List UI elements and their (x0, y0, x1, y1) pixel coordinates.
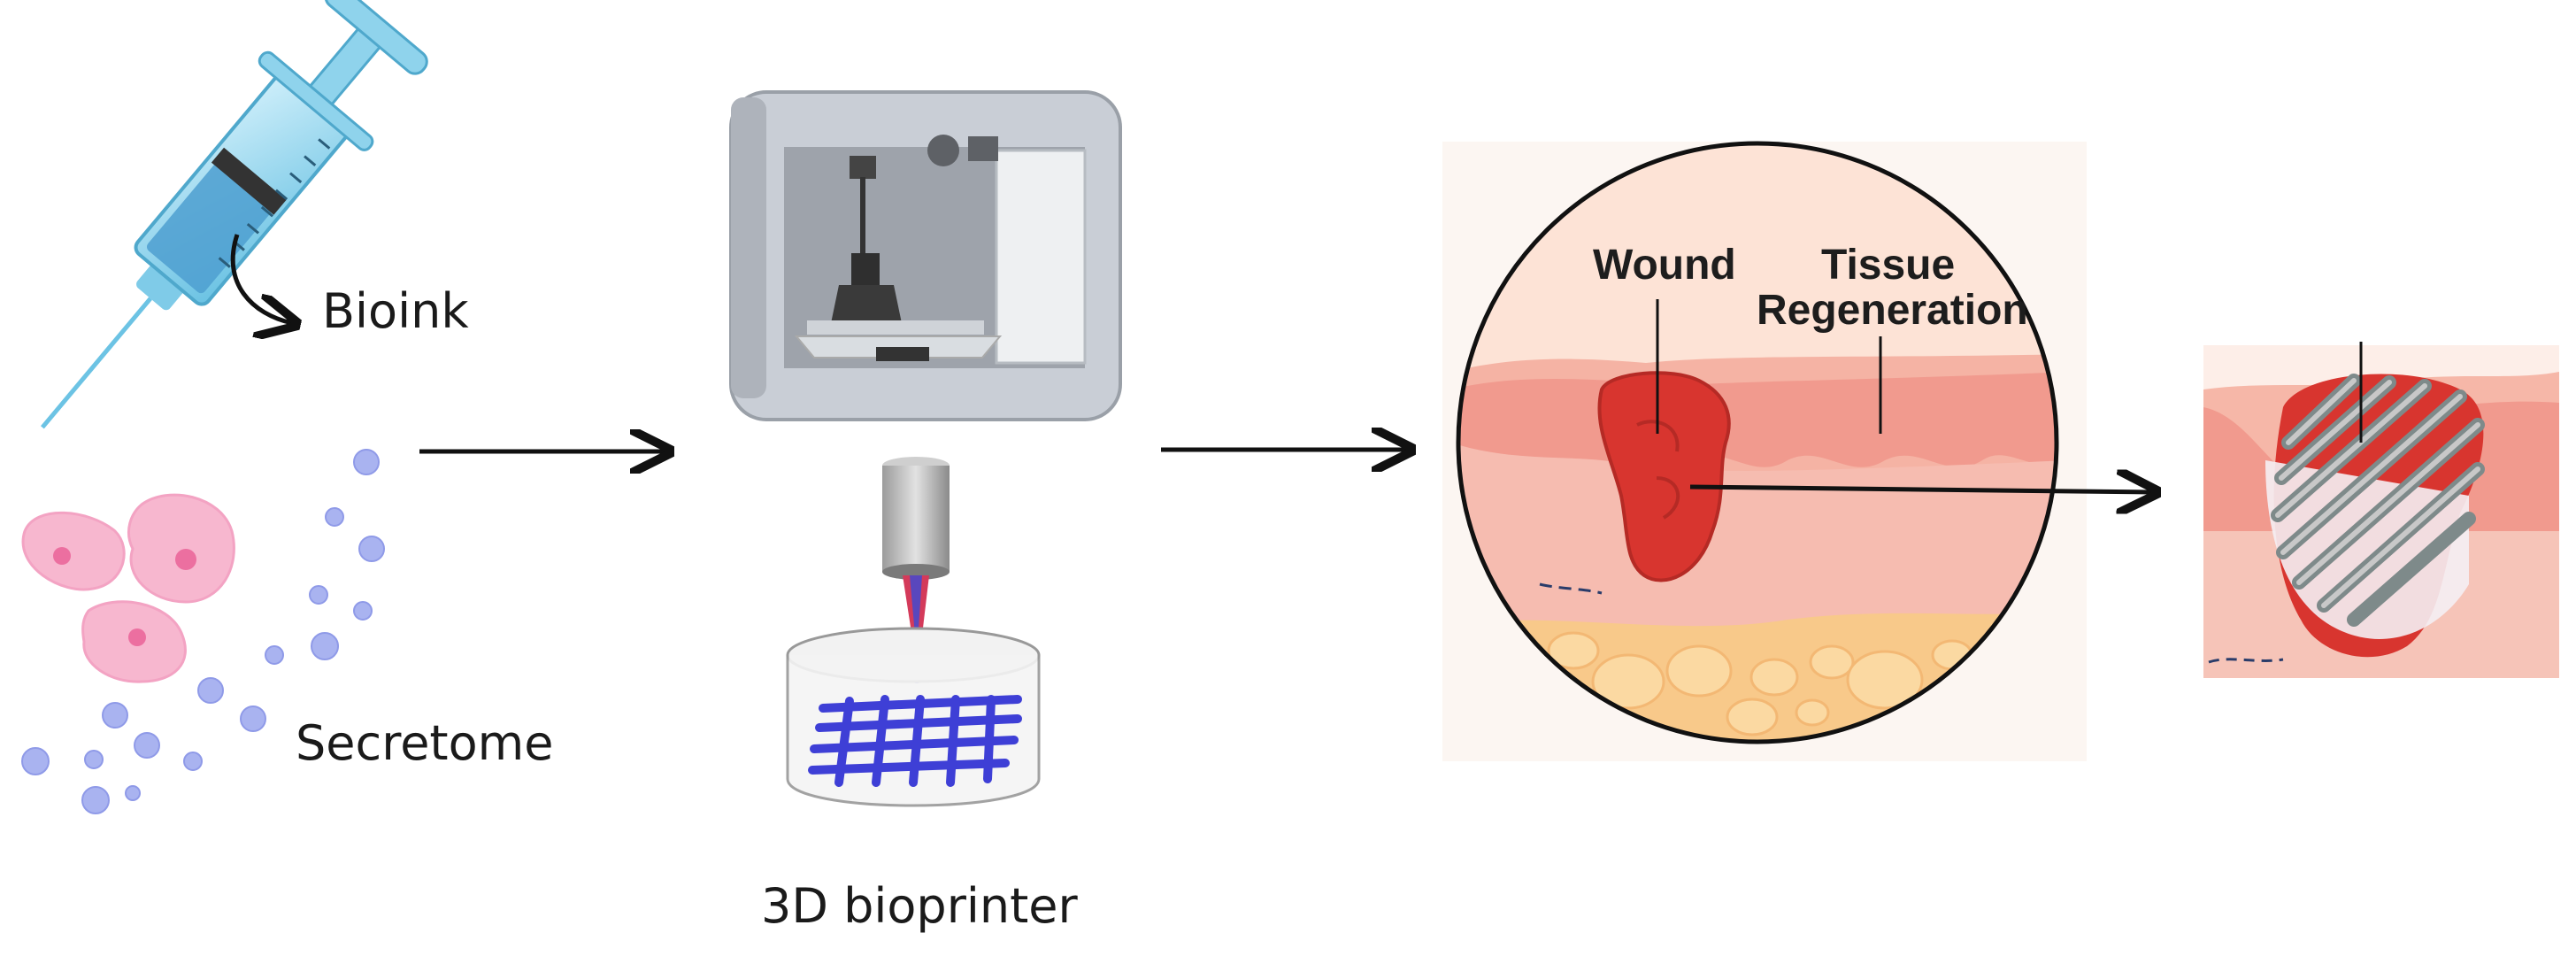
cells-icon (21, 493, 235, 683)
tissue-label-line2: Regeneration (1757, 287, 2028, 334)
bioink-label: Bioink (322, 283, 469, 339)
wound-label: Wound (1593, 242, 1736, 289)
arrow-3 (1689, 487, 2152, 492)
secretome-label: Secretome (296, 715, 554, 771)
secretome-beads (21, 449, 385, 814)
bioprinter-icon (729, 90, 1122, 421)
nozzle-icon (882, 457, 950, 683)
skin-wound-icon (1442, 141, 2087, 761)
bioprinter-label: 3D bioprinter (761, 878, 1078, 934)
syringe-icon (40, 0, 428, 429)
tissue-label-line1: Tissue (1821, 242, 1956, 289)
scaffold-icon (786, 627, 1041, 807)
implant-icon (2203, 342, 2559, 678)
